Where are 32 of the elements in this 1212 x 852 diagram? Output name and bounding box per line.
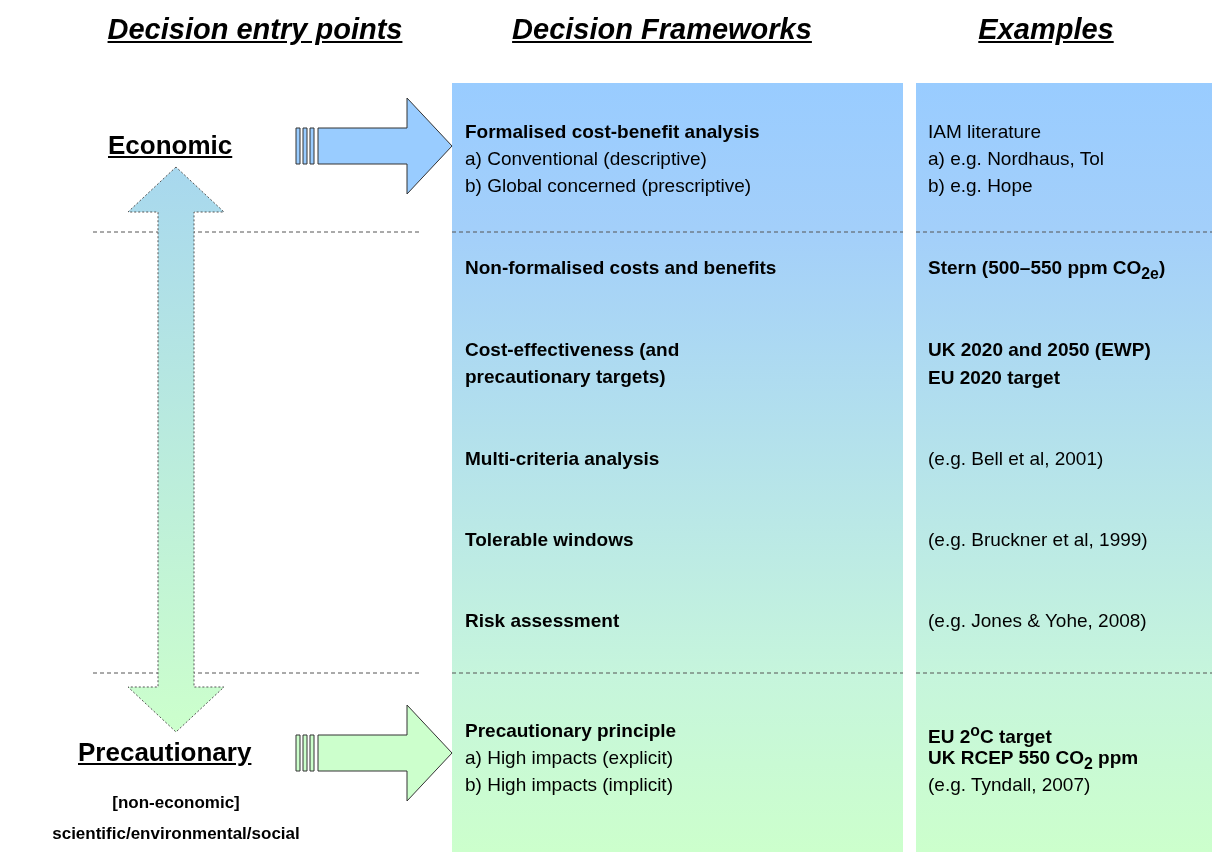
example-text: EU 2020 target bbox=[928, 366, 1060, 390]
example-text: UK RCEP 550 CO$_{2}$ ppm bbox=[928, 747, 1139, 774]
framework-heading: Formalised cost-benefit analysis bbox=[465, 120, 761, 144]
example-text: (e.g. Bruckner et al, 1999) bbox=[928, 528, 1148, 552]
column-heading: Decision entry points bbox=[106, 12, 404, 46]
framework-heading: Cost-effectiveness (and precautionary targets) bbox=[465, 338, 681, 389]
framework-heading: Multi-criteria analysis bbox=[465, 447, 661, 471]
example-text: (e.g. Jones & Yohe, 2008) bbox=[928, 609, 1147, 633]
framework-option: b) High impacts (implicit) bbox=[465, 771, 872, 798]
entry-point-note: [non-economic] scientific/environmental/social bbox=[51, 792, 301, 845]
framework-option: a) High impacts (explicit) bbox=[465, 744, 872, 771]
example-text: IAM literature bbox=[928, 120, 1041, 144]
column-heading: Examples bbox=[977, 12, 1115, 46]
entry-point-label: Precautionary bbox=[78, 736, 252, 769]
example-text: b) e.g. Hope bbox=[928, 174, 1033, 198]
framework-option: a) Conventional (descriptive) bbox=[465, 145, 872, 172]
framework-option: b) Global concerned (prescriptive) bbox=[465, 172, 872, 199]
example-text: a) e.g. Nordhaus, Tol bbox=[928, 147, 1105, 171]
example-text: (e.g. Tyndall, 2007) bbox=[928, 773, 1091, 797]
example-text: UK 2020 and 2050 (EWP) bbox=[928, 338, 1151, 362]
column-heading: Decision Frameworks bbox=[511, 12, 813, 46]
example-text: EU 2$^{o}$C target bbox=[928, 721, 1052, 750]
framework-heading: Precautionary principle bbox=[465, 719, 678, 743]
framework-heading: Risk assessment bbox=[465, 609, 621, 633]
example-text: (e.g. Bell et al, 2001) bbox=[928, 447, 1104, 471]
entry-point-label: Economic bbox=[108, 129, 233, 162]
block-arrow bbox=[295, 704, 453, 802]
framework-heading: Tolerable windows bbox=[465, 528, 635, 552]
framework-heading: Non-formalised costs and benefits bbox=[465, 256, 778, 280]
block-arrow bbox=[295, 97, 453, 195]
example-text: Stern (500–550 ppm CO$_{2e}$) bbox=[928, 256, 1166, 284]
block-arrow bbox=[127, 166, 225, 733]
